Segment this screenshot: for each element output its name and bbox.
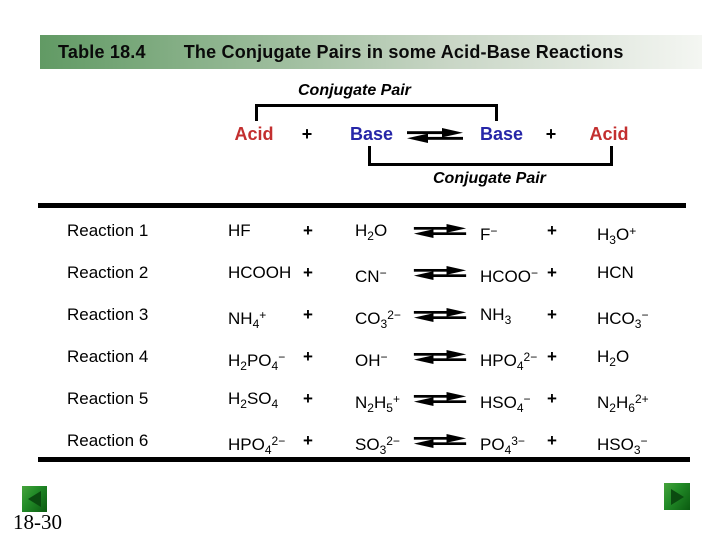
plus-sign: + <box>547 221 557 240</box>
base-formula: SO32− <box>355 434 400 457</box>
table-row: Reaction 5 H2SO4 + N2H5+ HSO4− + N2H62+ <box>0 388 720 415</box>
plus-sign: + <box>545 124 557 144</box>
conjugate-base-formula: HSO4− <box>480 392 531 415</box>
reaction-label: Reaction 2 <box>67 263 149 282</box>
plus-sign: + <box>303 347 313 366</box>
conjugate-pair-bracket-top <box>255 104 498 121</box>
reaction-label: Reaction 5 <box>67 389 149 408</box>
base-header-left: Base <box>349 124 394 144</box>
equilibrium-double-arrow-icon <box>413 224 467 238</box>
plus-sign: + <box>303 221 313 240</box>
table-top-rule <box>38 203 686 208</box>
equilibrium-double-arrow-icon <box>413 266 467 280</box>
slide-title-bar: Table 18.4 The Conjugate Pairs in some A… <box>40 35 702 69</box>
back-arrow-icon <box>28 491 41 507</box>
plus-sign: + <box>547 431 557 450</box>
equilibrium-double-arrow-icon <box>413 392 467 406</box>
acid-formula: NH4+ <box>228 308 267 331</box>
table-bottom-rule <box>38 457 690 462</box>
plus-sign: + <box>303 305 313 324</box>
equilibrium-double-arrow-icon <box>413 434 467 448</box>
conjugate-pair-label-bottom: Conjugate Pair <box>433 170 546 187</box>
base-formula: OH− <box>355 350 388 370</box>
plus-sign: + <box>303 263 313 282</box>
acid-header-left: Acid <box>234 124 274 144</box>
next-slide-button[interactable] <box>664 483 690 510</box>
conjugate-acid-formula: HCO3− <box>597 308 649 331</box>
table-row: Reaction 6 HPO42− + SO32− PO43− + HSO3− <box>0 430 720 457</box>
acid-formula: HPO42− <box>228 434 286 457</box>
conjugate-base-formula: F− <box>480 224 498 244</box>
conjugate-acid-formula: HCN <box>597 263 634 282</box>
conjugate-acid-formula: H2O <box>597 347 630 369</box>
acid-formula: HCOOH <box>228 263 292 282</box>
conjugate-base-formula: PO43− <box>480 434 525 457</box>
equilibrium-double-arrow-icon <box>413 308 467 322</box>
acid-formula: H2PO4− <box>228 350 286 373</box>
reaction-label: Reaction 1 <box>67 221 149 240</box>
slide-title: The Conjugate Pairs in some Acid-Base Re… <box>183 41 624 62</box>
acid-formula: H2SO4 <box>228 389 279 411</box>
plus-sign: + <box>547 305 557 324</box>
plus-sign: + <box>301 124 313 144</box>
acid-formula: HF <box>228 221 251 240</box>
base-header-right: Base <box>479 124 524 144</box>
conjugate-acid-formula: H3O+ <box>597 224 637 247</box>
reaction-label: Reaction 4 <box>67 347 149 366</box>
base-formula: N2H5+ <box>355 392 400 415</box>
table-row: Reaction 4 H2PO4− + OH− HPO42− + H2O <box>0 346 720 373</box>
base-formula: CO32− <box>355 308 401 331</box>
reaction-label: Reaction 3 <box>67 305 149 324</box>
conjugate-pair-label-top: Conjugate Pair <box>298 82 411 99</box>
conjugate-pair-bracket-bottom <box>368 146 613 166</box>
page-number: 18-30 <box>13 510 62 534</box>
equilibrium-double-arrow-icon <box>413 350 467 364</box>
table-row: Reaction 3 NH4+ + CO32− NH3 + HCO3− <box>0 304 720 331</box>
conjugate-base-formula: HCOO− <box>480 266 539 286</box>
forward-arrow-icon <box>670 488 684 505</box>
acid-header-right: Acid <box>589 124 629 144</box>
base-formula: CN− <box>355 266 387 286</box>
conjugate-base-formula: NH3 <box>480 305 512 327</box>
base-formula: H2O <box>355 221 388 243</box>
plus-sign: + <box>303 431 313 450</box>
plus-sign: + <box>547 389 557 408</box>
conjugate-base-formula: HPO42− <box>480 350 538 373</box>
equilibrium-double-arrow-icon <box>406 128 464 143</box>
plus-sign: + <box>303 389 313 408</box>
plus-sign: + <box>547 263 557 282</box>
conjugate-acid-formula: N2H62+ <box>597 392 649 415</box>
table-row: Reaction 1 HF + H2O F− + H3O+ <box>0 220 720 247</box>
plus-sign: + <box>547 347 557 366</box>
previous-slide-button[interactable] <box>22 486 47 512</box>
table-row: Reaction 2 HCOOH + CN− HCOO− + HCN <box>0 262 720 286</box>
table-number-label: Table 18.4 <box>58 41 146 62</box>
conjugate-acid-formula: HSO3− <box>597 434 648 457</box>
reaction-label: Reaction 6 <box>67 431 149 450</box>
